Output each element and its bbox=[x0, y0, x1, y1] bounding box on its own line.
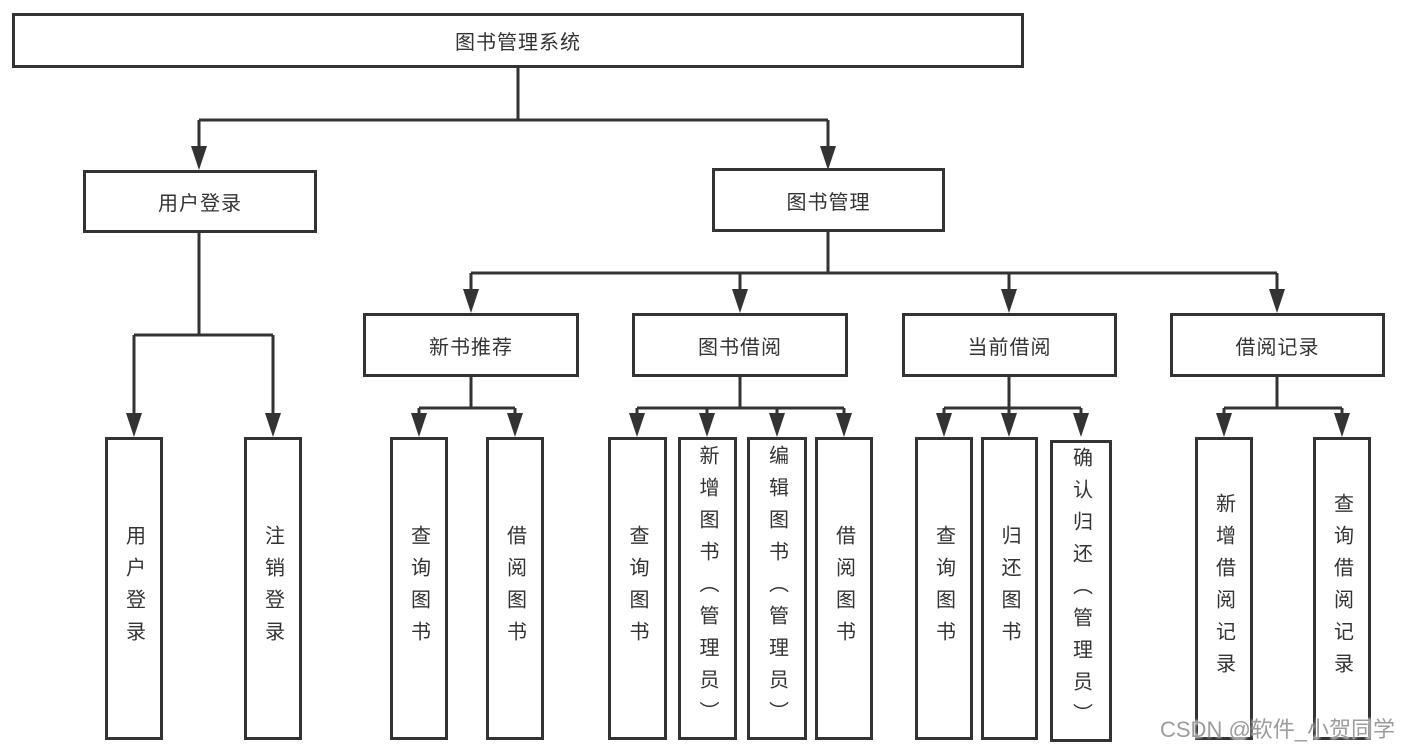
leaf-user-login: 用户登录 bbox=[105, 437, 163, 740]
arrowhead-icon bbox=[820, 146, 836, 170]
node-current-borrow: 当前借阅 bbox=[902, 313, 1117, 377]
leaf-edit-book-admin: 编辑图书（管理员） bbox=[747, 437, 807, 740]
node-label: 新增图书（管理员） bbox=[696, 444, 718, 733]
leaf-add-borrow-record: 新增借阅记录 bbox=[1195, 437, 1253, 740]
arrowhead-icon bbox=[1073, 413, 1089, 437]
leaf-return-book: 归还图书 bbox=[981, 437, 1038, 740]
leaf-borrow-books-recommend: 借阅图书 bbox=[486, 437, 544, 740]
arrowhead-icon bbox=[463, 289, 479, 313]
node-label: 借阅记录 bbox=[1235, 336, 1320, 359]
node-label: 图书借阅 bbox=[698, 336, 782, 359]
node-label: 借阅图书 bbox=[832, 524, 855, 653]
node-label: 查询图书 bbox=[626, 524, 648, 653]
arrowhead-icon bbox=[265, 413, 281, 437]
csdn-watermark: CSDN @软件_小贺同学 bbox=[1160, 717, 1396, 742]
arrowhead-icon bbox=[936, 413, 952, 437]
node-label: 编辑图书（管理员） bbox=[765, 444, 788, 733]
node-new-book-recommend: 新书推荐 bbox=[363, 313, 579, 377]
node-label: 用户登录 bbox=[122, 524, 145, 653]
arrowhead-icon bbox=[1334, 413, 1350, 437]
node-label: 图书管理 bbox=[786, 191, 871, 214]
node-label: 用户登录 bbox=[158, 193, 242, 215]
node-label: 图书管理系统 bbox=[455, 32, 581, 54]
node-root: 图书管理系统 bbox=[12, 13, 1024, 68]
leaf-add-book-admin: 新增图书（管理员） bbox=[678, 437, 737, 740]
node-label: 归还图书 bbox=[998, 524, 1020, 653]
arrowhead-icon bbox=[1001, 289, 1017, 313]
connector-new-book-recommend bbox=[417, 377, 517, 419]
leaf-query-books-borrow: 查询图书 bbox=[608, 437, 667, 740]
node-borrow-records: 借阅记录 bbox=[1170, 313, 1385, 377]
connector-book-borrow bbox=[635, 377, 846, 419]
node-label: 当前借阅 bbox=[967, 336, 1052, 359]
connector-user-login bbox=[132, 233, 275, 419]
node-label: 新书推荐 bbox=[429, 336, 513, 359]
connector-root bbox=[197, 68, 830, 152]
arrowhead-icon bbox=[836, 413, 852, 437]
arrowhead-icon bbox=[1269, 289, 1285, 313]
connector-borrow-records bbox=[1222, 377, 1344, 419]
leaf-borrow-books: 借阅图书 bbox=[815, 437, 873, 740]
arrowhead-icon bbox=[699, 413, 715, 437]
leaf-confirm-return-admin: 确认归还（管理员） bbox=[1050, 440, 1112, 742]
node-book-borrow: 图书借阅 bbox=[632, 313, 848, 377]
node-label: 新增借阅记录 bbox=[1212, 492, 1235, 685]
node-label: 确认归还（管理员） bbox=[1069, 447, 1092, 735]
arrowhead-icon bbox=[507, 413, 523, 437]
leaf-logout: 注销登录 bbox=[244, 437, 302, 740]
arrowhead-icon bbox=[411, 413, 427, 437]
arrowhead-icon bbox=[629, 413, 645, 437]
node-label: 注销登录 bbox=[261, 524, 284, 653]
arrowheads bbox=[126, 146, 1350, 437]
arrowhead-icon bbox=[191, 146, 207, 170]
node-label: 借阅图书 bbox=[503, 524, 526, 653]
arrowhead-icon bbox=[769, 413, 785, 437]
arrowhead-icon bbox=[1001, 413, 1017, 437]
leaf-query-books-current: 查询图书 bbox=[915, 437, 973, 740]
connector-current-borrow bbox=[942, 377, 1083, 419]
node-label: 查询借阅记录 bbox=[1330, 492, 1353, 685]
node-label: 查询图书 bbox=[932, 524, 955, 653]
arrowhead-icon bbox=[126, 413, 142, 437]
connector-book-management bbox=[469, 232, 1279, 295]
arrowhead-icon bbox=[732, 289, 748, 313]
node-book-management: 图书管理 bbox=[712, 168, 945, 232]
node-label: 查询图书 bbox=[407, 524, 430, 653]
leaf-query-borrow-record: 查询借阅记录 bbox=[1313, 437, 1371, 740]
arrowhead-icon bbox=[1216, 413, 1232, 437]
node-user-login: 用户登录 bbox=[83, 170, 317, 233]
leaf-query-books-recommend: 查询图书 bbox=[390, 437, 448, 740]
